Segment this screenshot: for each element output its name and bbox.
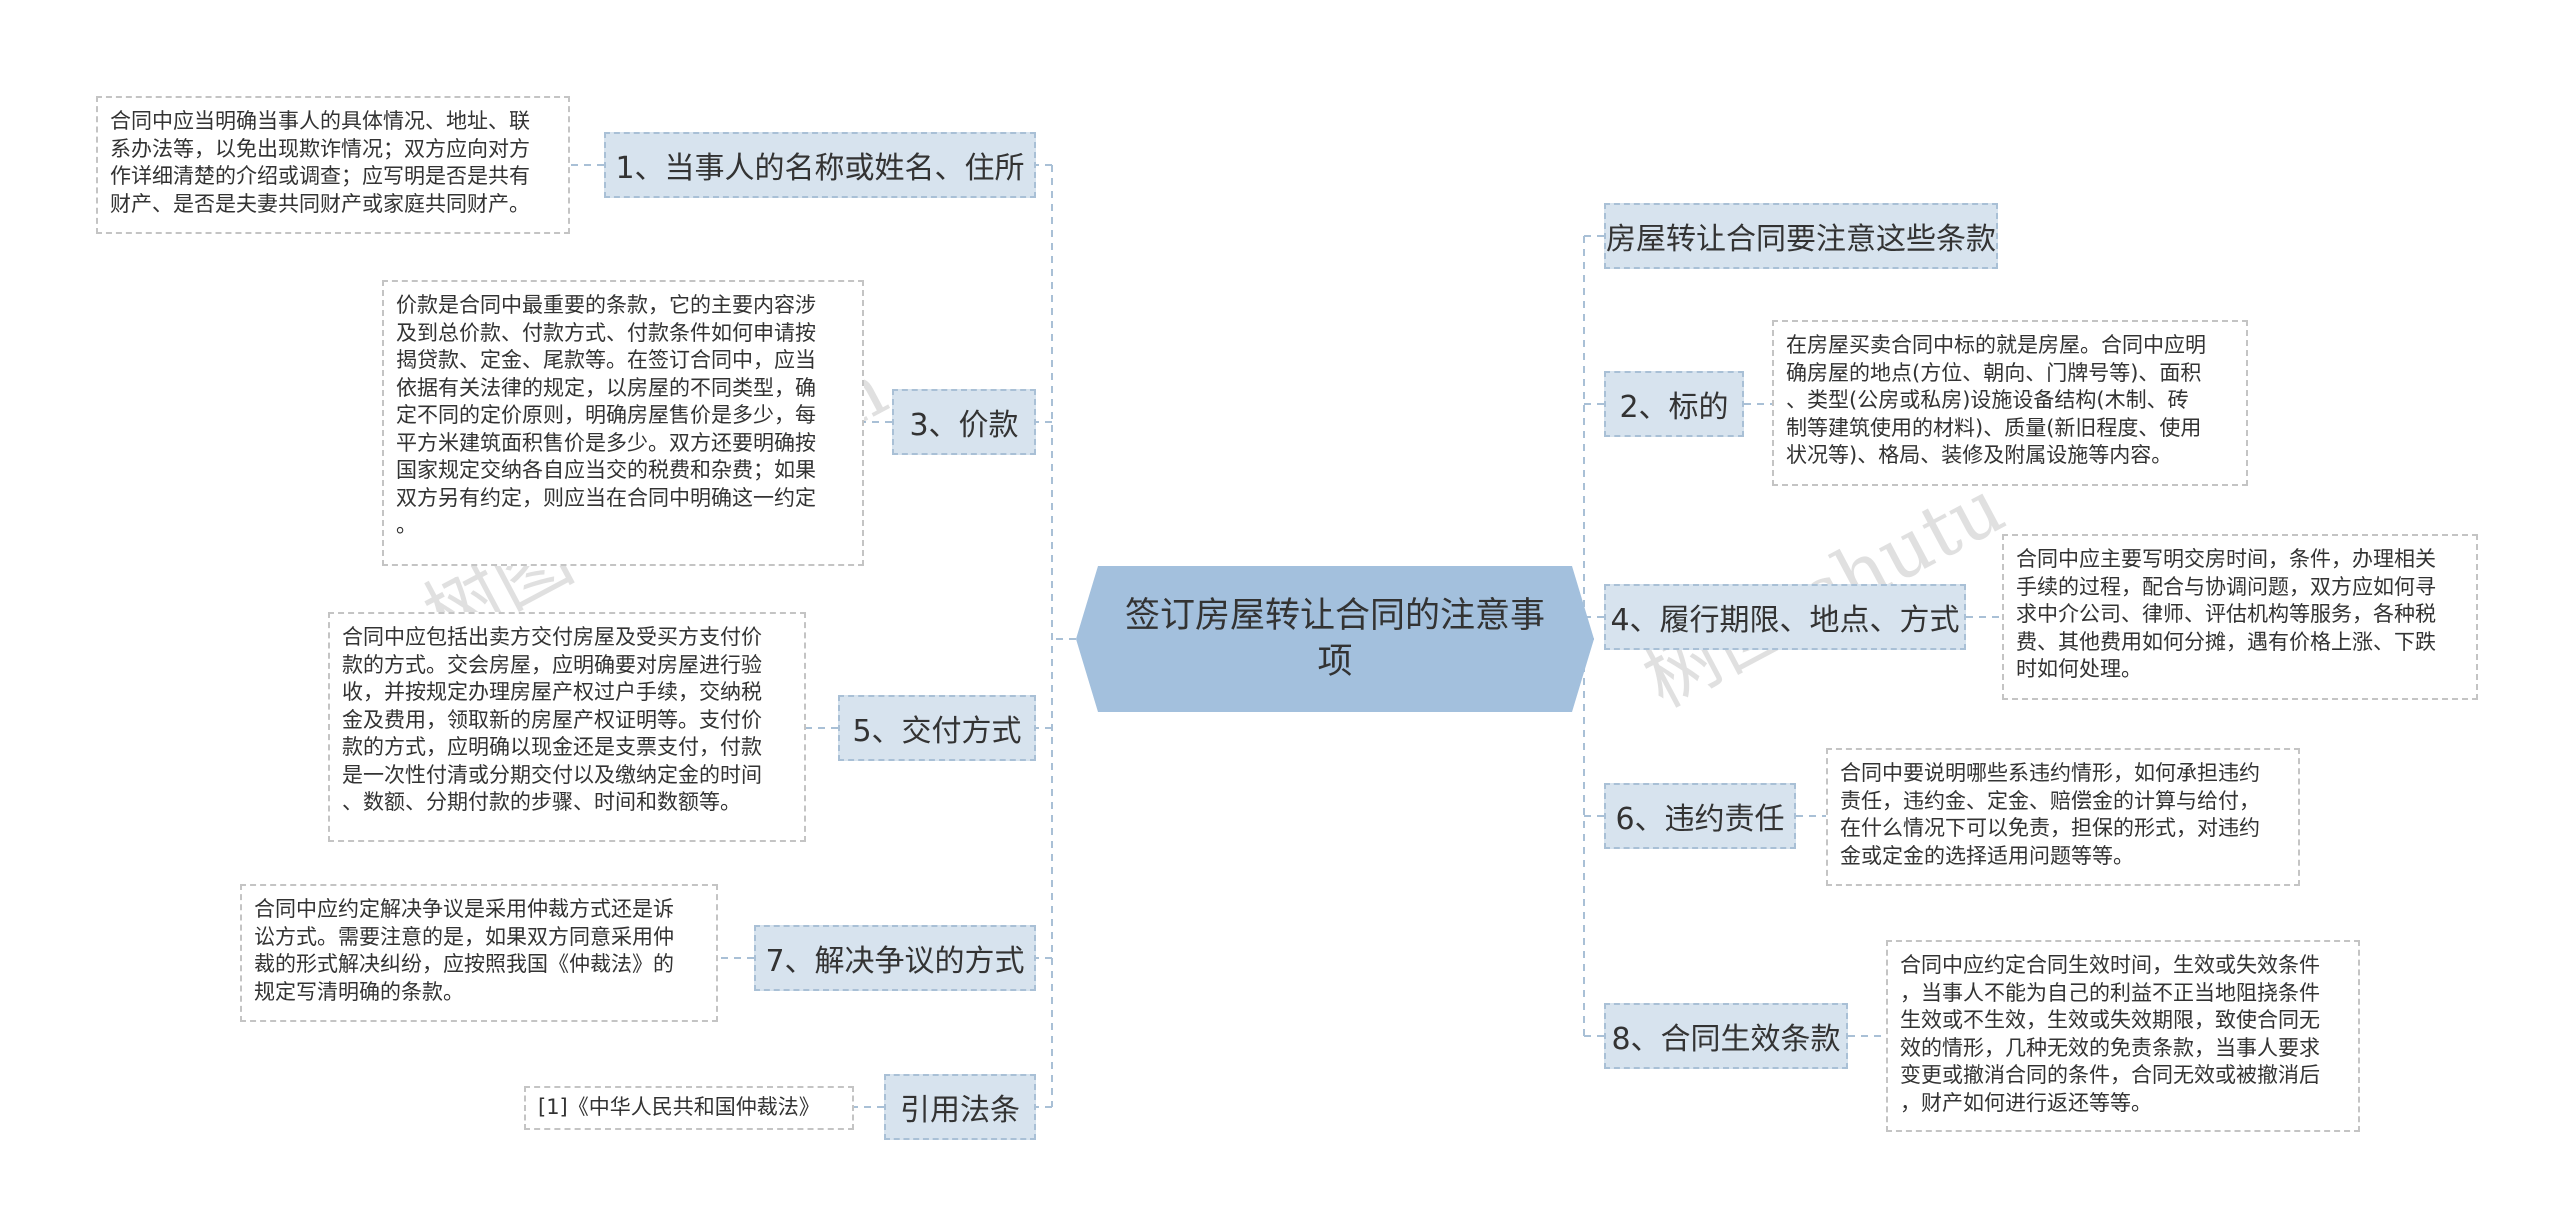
note-effectiveness: 合同中应约定合同生效时间，生效或失效条件 ，当事人不能为自己的利益不正当地阻挠条… (1886, 940, 2360, 1132)
note-subject: 在房屋买卖合同中标的就是房屋。合同中应明 确房屋的地点(方位、朝向、门牌号等)、… (1772, 320, 2248, 486)
branch-price[interactable]: 3、价款 (892, 389, 1036, 455)
note-liability: 合同中要说明哪些系违约情形，如何承担违约 责任，违约金、定金、赔偿金的计算与给付… (1826, 748, 2300, 886)
note-delivery: 合同中应包括出卖方交付房屋及受买方支付价 款的方式。交会房屋，应明确要对房屋进行… (328, 612, 806, 842)
note-performance: 合同中应主要写明交房时间，条件，办理相关 手续的过程，配合与协调问题，双方应如何… (2002, 534, 2478, 700)
note-dispute: 合同中应约定解决争议是采用仲裁方式还是诉 讼方式。需要注意的是，如果双方同意采用… (240, 884, 718, 1022)
root-topic[interactable]: 签订房屋转让合同的注意事项 (1076, 566, 1594, 712)
note-parties: 合同中应当明确当事人的具体情况、地址、联 系办法等，以免出现欺诈情况；双方应向对… (96, 96, 570, 234)
branch-effectiveness[interactable]: 8、合同生效条款 (1604, 1003, 1848, 1069)
branch-parties[interactable]: 1、当事人的名称或姓名、住所 (604, 132, 1036, 198)
branch-overview[interactable]: 房屋转让合同要注意这些条款 (1604, 203, 1998, 269)
branch-liability[interactable]: 6、违约责任 (1604, 783, 1796, 849)
branch-law[interactable]: 引用法条 (884, 1074, 1036, 1140)
note-price: 价款是合同中最重要的条款，它的主要内容涉 及到总价款、付款方式、付款条件如何申请… (382, 280, 864, 566)
branch-dispute[interactable]: 7、解决争议的方式 (754, 925, 1036, 991)
branch-subject[interactable]: 2、标的 (1604, 371, 1744, 437)
note-law: [1]《中华人民共和国仲裁法》 (524, 1086, 854, 1130)
branch-performance[interactable]: 4、履行期限、地点、方式 (1604, 584, 1966, 650)
branch-delivery[interactable]: 5、交付方式 (838, 695, 1036, 761)
